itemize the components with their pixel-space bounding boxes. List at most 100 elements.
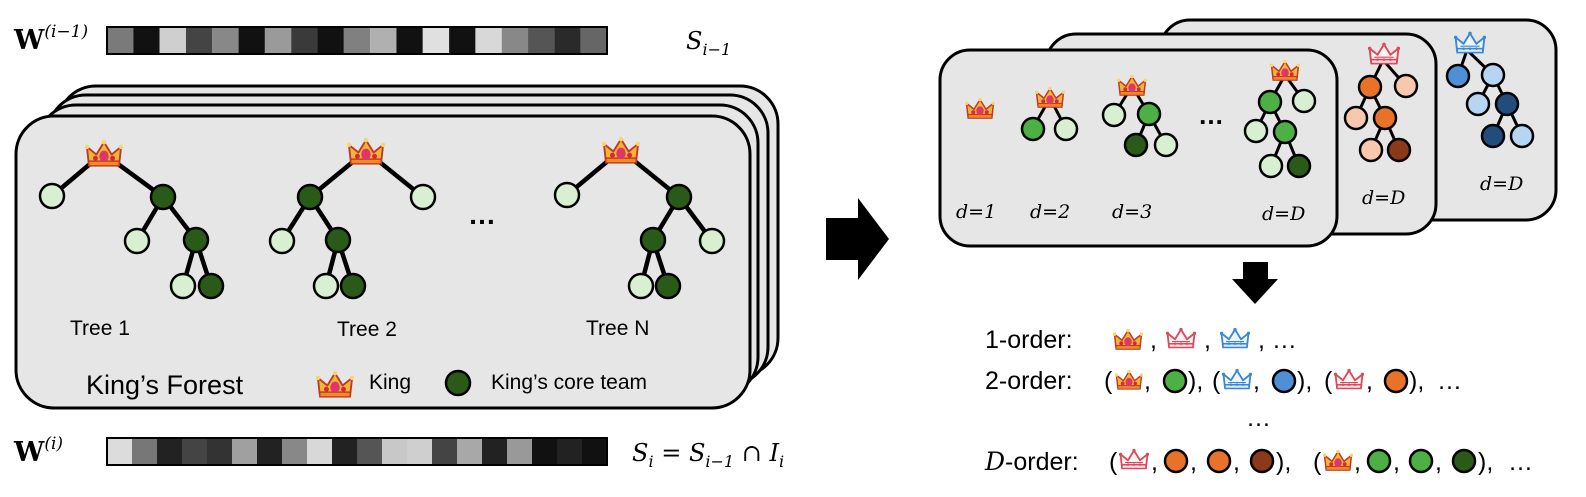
weight-cell: [532, 438, 557, 465]
svg-text:,: ,: [1354, 448, 1361, 476]
weight-cell: [238, 27, 265, 54]
weight-cell: [343, 27, 371, 54]
svg-text:),: ),: [1409, 367, 1424, 395]
weight-cell: [185, 27, 213, 54]
weights-top: W(i−1) Si−1: [13, 22, 731, 59]
legend-core-team-dot: [444, 369, 472, 397]
weight-cell: [107, 438, 132, 465]
weight-cell: [232, 438, 257, 465]
tree-node-light: [312, 272, 340, 300]
weight-bar-outline: [106, 26, 608, 55]
tree-node-light: [38, 182, 66, 210]
arrow-down-icon: [1232, 262, 1278, 304]
svg-text:,: ,: [1435, 448, 1442, 476]
gold-depth-trees: … d=1 d=2 d=3 d=D: [956, 59, 1317, 225]
trees-ellipsis: …: [468, 199, 496, 230]
tree-node-light: [169, 272, 197, 300]
svg-text:(: (: [1104, 367, 1113, 395]
weight-cell: [282, 438, 307, 465]
svg-text:,: ,: [1190, 448, 1197, 476]
weight-cell: [107, 27, 134, 54]
pink-crown-icon: [1119, 448, 1149, 470]
weights-bottom-label: W(i): [13, 434, 63, 468]
order-1-label: 1-order:: [985, 326, 1073, 354]
weight-cell: [133, 27, 160, 54]
tree-node-core: [654, 272, 682, 300]
weight-cell: [475, 27, 502, 54]
tree-1-label: Tree 1: [70, 317, 130, 340]
svg-text:,: ,: [1253, 367, 1260, 395]
svg-text:, …: , …: [1258, 326, 1297, 354]
pink-tree: d=D: [1343, 42, 1419, 209]
svg-text:(: (: [1324, 367, 1333, 395]
blue-crown-icon: [1222, 368, 1252, 390]
weight-cell: [482, 438, 507, 465]
weight-cell: [507, 438, 532, 465]
svg-text:),: ),: [1276, 448, 1291, 476]
tree-node-core: [639, 226, 667, 254]
weights-bottom-bar: [106, 437, 608, 466]
tree-node-light: [553, 181, 581, 209]
pink-crown-icon: [1166, 327, 1196, 349]
weight-cell: [554, 27, 581, 54]
set-prev-label: Si−1: [686, 27, 731, 59]
gold-crown-icon: [1115, 369, 1143, 390]
tree-node-light: [409, 183, 437, 211]
svg-text:(: (: [1109, 448, 1118, 476]
blue-tree: d=D: [1445, 31, 1535, 195]
tree-node-light: [698, 227, 726, 255]
tree-node-core: [182, 226, 210, 254]
svg-text:,: ,: [1151, 448, 1158, 476]
weight-cell: [396, 27, 423, 54]
tree-node-core: [149, 183, 177, 211]
svg-text:(: (: [1313, 448, 1322, 476]
tree-node-core: [339, 272, 367, 300]
tree-node-core: [296, 183, 324, 211]
svg-text:,: ,: [1204, 326, 1211, 354]
weight-cell: [207, 438, 232, 465]
weight-cell: [307, 438, 332, 465]
tree-node-core: [197, 272, 225, 300]
weight-cell: [449, 27, 476, 54]
order-2-label: 2-order:: [985, 367, 1073, 395]
pink-crown-icon: [1334, 368, 1364, 390]
svg-text:,: ,: [1393, 448, 1400, 476]
weight-cell: [528, 27, 555, 54]
svg-text:),: ),: [1188, 367, 1203, 395]
weight-bar-outline: [106, 437, 608, 466]
weight-cell: [264, 27, 292, 54]
weight-cell: [317, 27, 344, 54]
forest-card-front: [14, 114, 752, 410]
weight-cell: [332, 438, 357, 465]
weights-top-label: W(i−1): [13, 22, 88, 56]
depth-label-pink: d=D: [1362, 187, 1405, 209]
tree-node-light: [123, 227, 151, 255]
tree-node-light: [268, 227, 296, 255]
svg-text:,: ,: [1233, 448, 1240, 476]
weight-cell: [357, 438, 382, 465]
tree-node-light: [627, 272, 655, 300]
weight-cell: [212, 27, 239, 54]
svg-text:,: ,: [1366, 367, 1373, 395]
weight-cell: [557, 438, 582, 465]
weight-cell: [501, 27, 529, 54]
svg-text:…: …: [1508, 448, 1533, 476]
gold-crown-icon: [1113, 328, 1143, 351]
weight-cell: [582, 438, 607, 465]
depth-label-blue: d=D: [1480, 173, 1523, 195]
weight-cell: [457, 438, 482, 465]
weight-cell: [257, 438, 282, 465]
svg-text:,: ,: [1144, 367, 1151, 395]
arrow-right-icon: [826, 198, 889, 280]
tree-n: Tree N: [553, 136, 726, 340]
svg-text:),: ),: [1297, 367, 1312, 395]
weight-cell: [291, 27, 318, 54]
weight-cell: [370, 27, 397, 54]
svg-text:…: …: [1437, 367, 1462, 395]
weights-top-bar: [106, 26, 608, 55]
svg-text:(: (: [1212, 367, 1221, 395]
legend-core-team-label: King’s core team: [491, 371, 647, 394]
depth-label-d: d=D: [1262, 203, 1305, 225]
weight-cell: [159, 27, 186, 54]
